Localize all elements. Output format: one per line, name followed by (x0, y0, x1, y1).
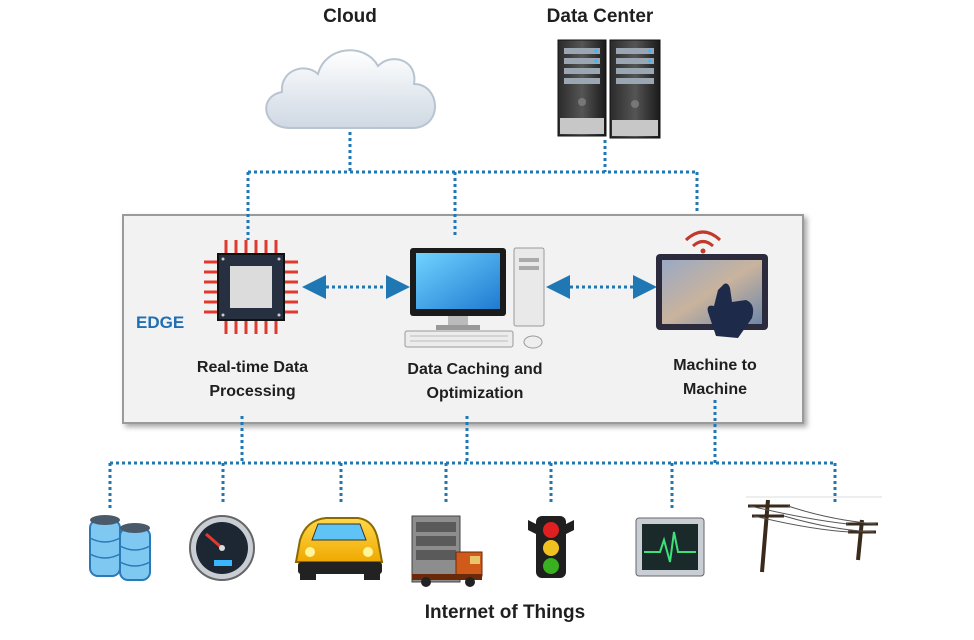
caching-label-line2: Optimization (426, 385, 524, 402)
m2m-label-line2: Machine (682, 381, 747, 398)
processing-label-line1: Real-time Data (196, 359, 309, 376)
power-line-icon (746, 496, 882, 573)
caching-label-line1: Data Caching and (407, 361, 543, 378)
car-icon (294, 517, 384, 580)
desktop-computer-icon (404, 247, 545, 349)
iot-label: Internet of Things (424, 602, 586, 623)
edge-label: EDGE (136, 313, 185, 332)
cloud-icon (265, 49, 436, 129)
server-truck-icon (411, 515, 483, 587)
traffic-light-icon (528, 516, 574, 578)
tablet-touch-icon (656, 230, 768, 338)
m2m-label: Machine to Machine (640, 354, 790, 402)
datacenter-label: Data Center (546, 6, 654, 27)
cpu-chip-icon (204, 240, 298, 334)
database-icon (89, 515, 151, 581)
m2m-label-line1: Machine to (673, 357, 757, 374)
gauge-icon (189, 515, 255, 581)
processing-label-line2: Processing (209, 383, 296, 400)
processing-label: Real-time Data Processing (170, 356, 335, 404)
datacenter-icon (557, 39, 661, 139)
monitor-ecg-icon (635, 517, 705, 577)
cloud-label: Cloud (323, 6, 377, 27)
caching-label: Data Caching and Optimization (385, 358, 565, 406)
top-connectors (246, 132, 699, 240)
bottom-connectors (108, 400, 837, 508)
